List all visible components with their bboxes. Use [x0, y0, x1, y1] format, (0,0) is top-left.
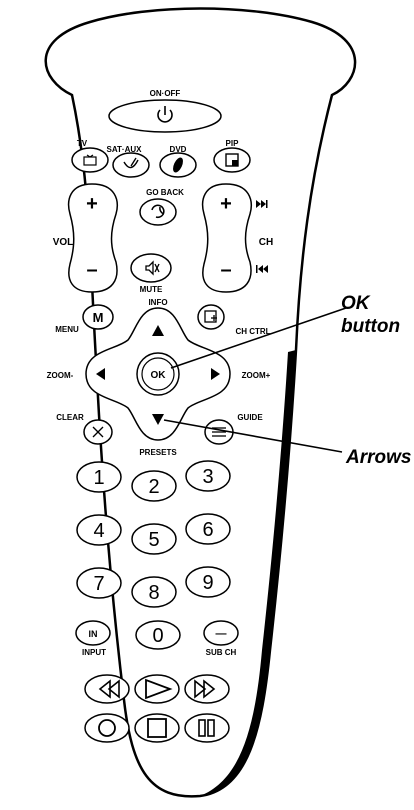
power-icon: [157, 106, 173, 123]
go-back-label: GO BACK: [146, 188, 184, 197]
power-label: ON·OFF: [150, 89, 181, 98]
stop-button[interactable]: [134, 713, 180, 743]
key-9-button[interactable]: [185, 566, 231, 598]
presets-label: PRESETS: [139, 448, 177, 457]
volume-up-button[interactable]: +: [86, 193, 98, 215]
remote-body-shadow: [200, 350, 296, 796]
key-1-button[interactable]: [76, 461, 122, 493]
key-4-button[interactable]: [76, 514, 122, 546]
key-7-label: 7: [93, 573, 104, 595]
key-5-label: 5: [148, 529, 159, 551]
key-8-button[interactable]: [131, 576, 177, 608]
sub-ch-label: SUB CH: [206, 648, 237, 657]
input-key: IN: [89, 629, 98, 639]
ok-button-ring: [141, 357, 175, 391]
pause-icon: [198, 719, 215, 737]
rewind-icon: [98, 679, 120, 699]
menu-button[interactable]: [82, 304, 114, 330]
menu-key: M: [93, 310, 104, 325]
key-9-label: 9: [202, 572, 213, 594]
key-1-label: 1: [93, 467, 104, 489]
arrow-right-button[interactable]: [211, 368, 220, 380]
mute-button[interactable]: [130, 253, 172, 283]
guide-label: GUIDE: [237, 413, 263, 422]
ok-callout-line1: OK: [341, 293, 371, 314]
channel-up-button[interactable]: +: [220, 193, 232, 215]
pip-icon: [225, 153, 239, 167]
skip-forward-icon: [256, 200, 268, 208]
arrow-up-button[interactable]: [152, 325, 164, 336]
sub-ch-key: —: [216, 628, 227, 640]
key-2-button[interactable]: [131, 470, 177, 502]
fast-forward-icon: [194, 679, 216, 699]
input-button[interactable]: [75, 620, 111, 646]
rewind-button[interactable]: [84, 674, 130, 704]
ch-ctrl-button[interactable]: [197, 304, 225, 330]
ok-button[interactable]: [136, 352, 180, 396]
arrows-callout: Arrows: [345, 447, 411, 468]
skip-back-icon: [256, 265, 268, 273]
channel-down-button[interactable]: –: [220, 259, 231, 281]
power-button[interactable]: [108, 99, 222, 133]
list-icon: [212, 427, 226, 437]
key-5-button[interactable]: [131, 523, 177, 555]
pip-label: PIP: [226, 139, 240, 148]
tv-label: TV: [77, 139, 88, 148]
sub-ch-button[interactable]: [203, 620, 239, 646]
menu-label: MENU: [55, 325, 79, 334]
ch-ctrl-icon: [204, 310, 217, 323]
stop-icon: [147, 718, 167, 738]
arrow-left-button[interactable]: [96, 368, 105, 380]
info-label: INFO: [148, 298, 167, 307]
key-0-label: 0: [152, 625, 163, 647]
dvd-label: DVD: [170, 145, 187, 154]
sat-aux-label: SAT·AUX: [107, 145, 143, 154]
play-icon: [145, 678, 173, 700]
key-6-button[interactable]: [185, 513, 231, 545]
ok-callout-line: [170, 307, 347, 369]
arrow-down-button[interactable]: [152, 414, 164, 425]
tv-button[interactable]: [71, 147, 109, 173]
ch-ctrl-label: CH CTRL: [235, 327, 270, 336]
close-icon: [92, 426, 104, 438]
fast-forward-button[interactable]: [184, 674, 230, 704]
mute-label: MUTE: [140, 285, 163, 294]
key-2-label: 2: [148, 476, 159, 498]
volume-rocker[interactable]: [67, 183, 118, 293]
key-6-label: 6: [202, 519, 213, 541]
ok-label: OK: [151, 370, 167, 381]
satellite-icon: [123, 157, 139, 169]
record-button[interactable]: [84, 713, 130, 743]
pause-button[interactable]: [184, 713, 230, 743]
channel-label: CH: [259, 237, 273, 248]
zoom-plus-label: ZOOM+: [242, 371, 271, 380]
key-3-label: 3: [202, 466, 213, 488]
input-label: INPUT: [82, 648, 106, 657]
go-back-button[interactable]: [139, 198, 177, 226]
clear-label: CLEAR: [56, 413, 84, 422]
ok-callout-line2: button: [341, 316, 400, 337]
key-7-button[interactable]: [76, 567, 122, 599]
arrows-callout-line: [163, 419, 343, 453]
channel-rocker[interactable]: [201, 183, 252, 293]
volume-label: VOL: [53, 237, 74, 248]
go-back-icon: [151, 204, 165, 219]
disc-icon: [173, 157, 183, 173]
record-icon: [98, 719, 116, 737]
volume-down-button[interactable]: –: [86, 259, 97, 281]
key-4-label: 4: [93, 520, 104, 542]
key-0-button[interactable]: [135, 620, 181, 650]
mute-icon: [145, 260, 160, 276]
key-3-button[interactable]: [185, 460, 231, 492]
key-8-label: 8: [148, 582, 159, 604]
zoom-minus-label: ZOOM-: [47, 371, 74, 380]
tv-icon: [83, 154, 97, 166]
